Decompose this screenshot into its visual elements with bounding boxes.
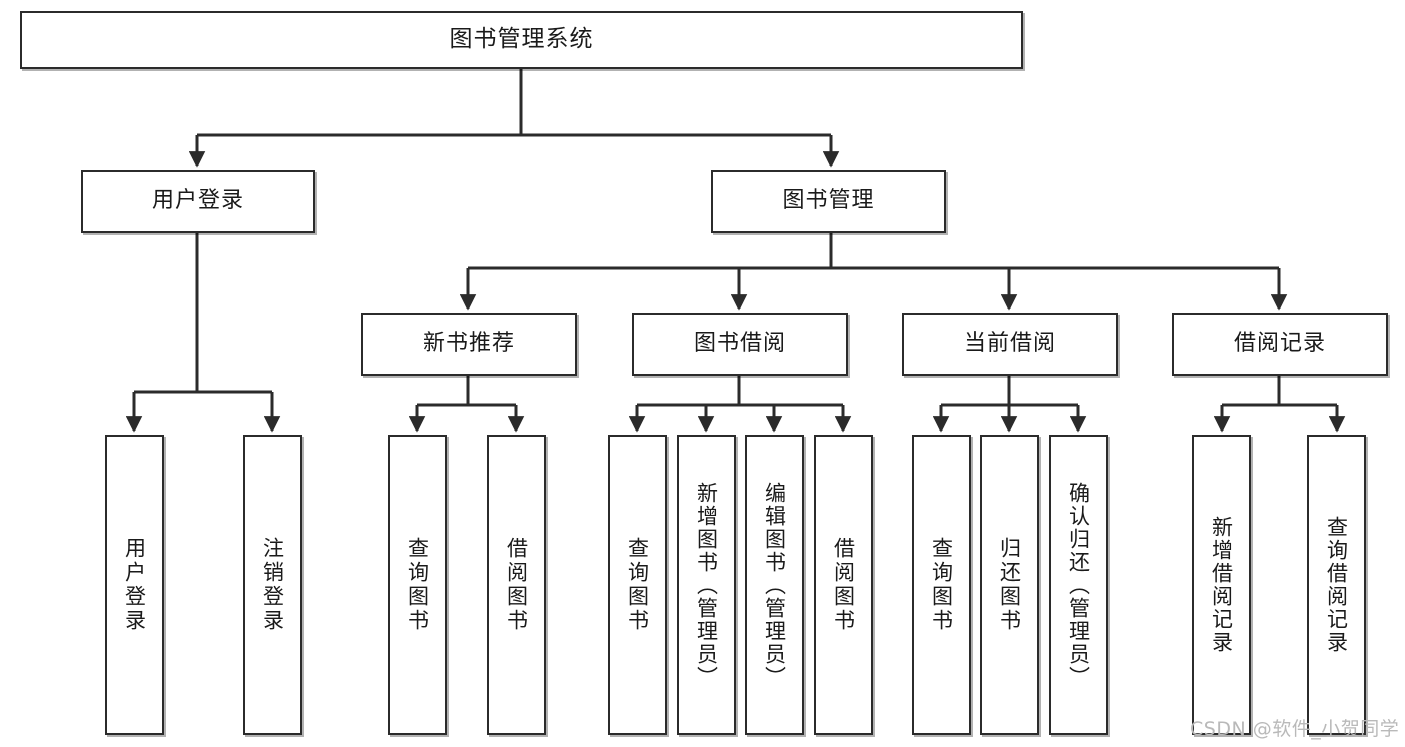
leaf-user-login-logout[interactable]: 注销登录 [243,435,302,735]
csdn-watermark: CSDN @软件_小贺同学 [1190,718,1400,740]
leaf-new-book-borrow[interactable]: 借阅图书 [487,435,546,735]
node-root-system[interactable]: 图书管理系统 [20,11,1023,69]
node-label: 查询图书 [625,537,650,633]
node-label: 编辑图书（管理员） [762,481,787,689]
node-label: 新增图书（管理员） [694,481,719,689]
leaf-user-login-login[interactable]: 用户登录 [105,435,164,735]
node-label: 图书借阅 [693,331,786,357]
node-label: 图书管理 [782,188,875,214]
node-book-borrow[interactable]: 图书借阅 [632,313,848,376]
node-label: 注销登录 [260,537,285,633]
node-label: 查询图书 [929,537,954,633]
node-book-management[interactable]: 图书管理 [711,170,946,233]
leaf-current-borrow-query[interactable]: 查询图书 [912,435,971,735]
node-borrow-record[interactable]: 借阅记录 [1172,313,1388,376]
node-label: 借阅记录 [1233,331,1326,357]
node-label: 新书推荐 [422,331,515,357]
node-label: 确认归还（管理员） [1066,481,1091,689]
node-new-book-recommend[interactable]: 新书推荐 [361,313,577,376]
node-label: 当前借阅 [963,331,1056,357]
node-label: 用户登录 [151,188,244,214]
node-label: 借阅图书 [831,537,856,633]
leaf-current-borrow-return[interactable]: 归还图书 [980,435,1039,735]
node-label: 新增借阅记录 [1209,516,1234,654]
node-label: 归还图书 [997,537,1022,633]
node-label: 用户登录 [122,537,147,633]
leaf-book-borrow-edit[interactable]: 编辑图书（管理员） [745,435,804,735]
node-label: 查询借阅记录 [1324,516,1349,654]
node-label: 图书管理系统 [449,26,594,53]
leaf-new-book-query[interactable]: 查询图书 [388,435,447,735]
leaf-borrow-record-add[interactable]: 新增借阅记录 [1192,435,1251,735]
leaf-borrow-record-query[interactable]: 查询借阅记录 [1307,435,1366,735]
node-user-login[interactable]: 用户登录 [81,170,315,233]
leaf-current-borrow-confirm-return[interactable]: 确认归还（管理员） [1049,435,1108,735]
node-current-borrow[interactable]: 当前借阅 [902,313,1118,376]
node-label: 查询图书 [405,537,430,633]
leaf-book-borrow-borrow[interactable]: 借阅图书 [814,435,873,735]
leaf-book-borrow-query[interactable]: 查询图书 [608,435,667,735]
node-label: 借阅图书 [504,537,529,633]
leaf-book-borrow-add[interactable]: 新增图书（管理员） [677,435,736,735]
